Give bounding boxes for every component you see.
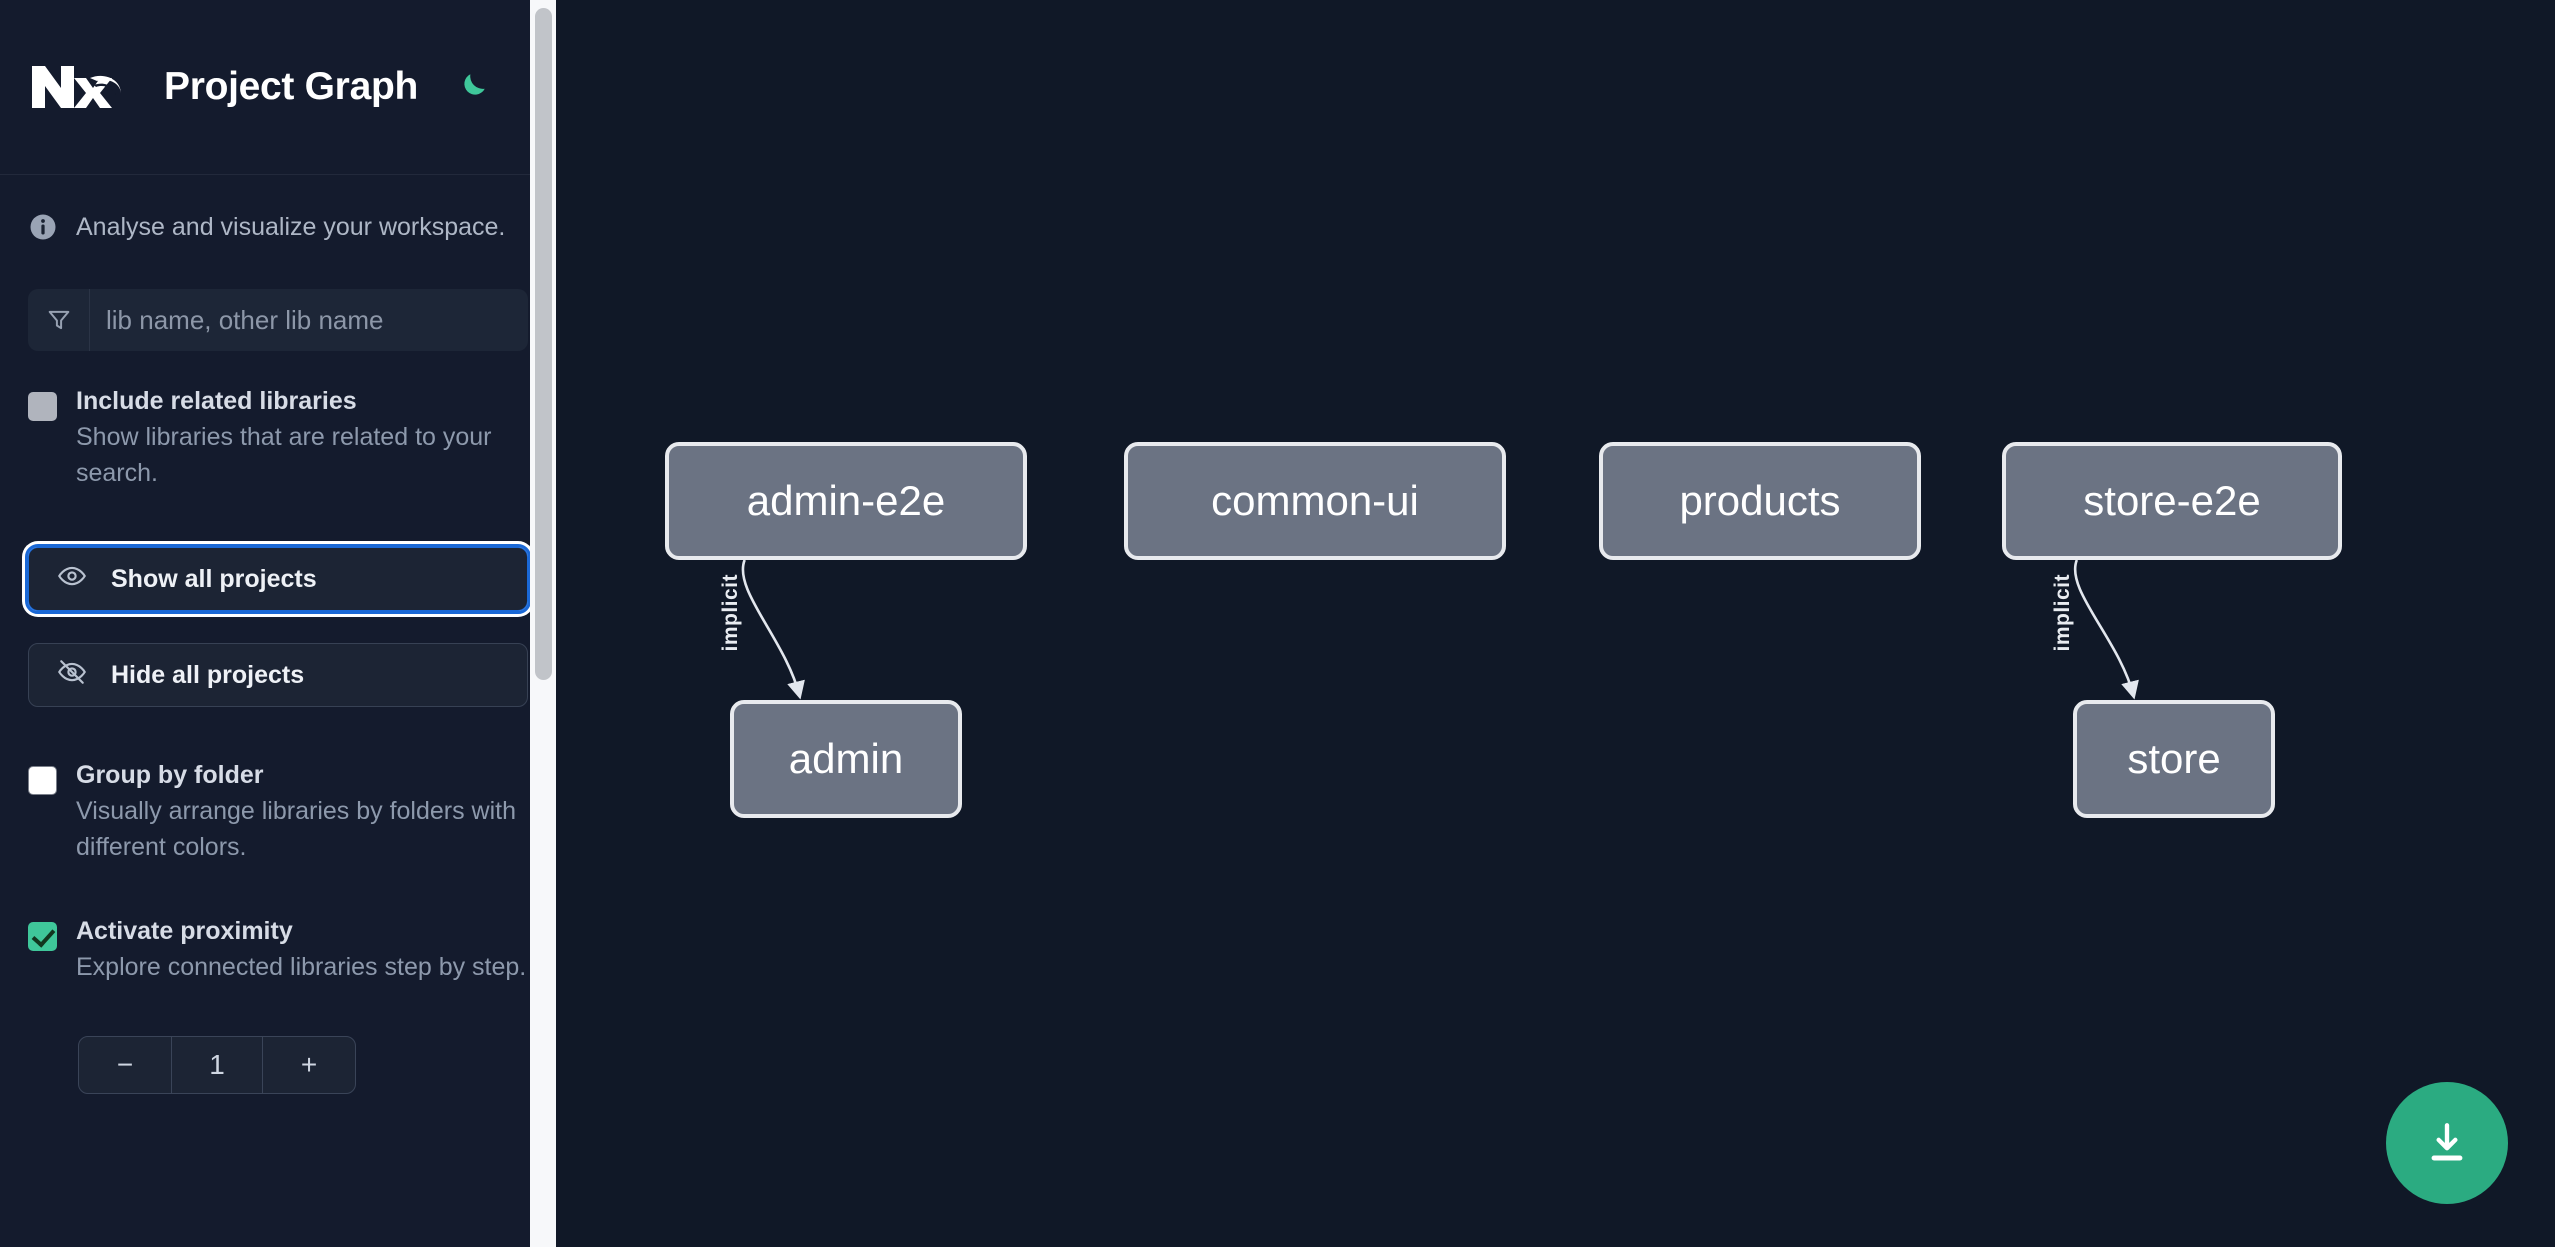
- graph-edge-admin-e2e-to-admin: [741, 559, 805, 700]
- option-description: Visually arrange libraries by folders wi…: [76, 797, 517, 861]
- graph-node-label: admin: [788, 735, 904, 782]
- graph-edge-store-e2e-to-store: [2073, 559, 2139, 700]
- sidebar-body: Analyse and visualize your workspace. In…: [0, 175, 556, 1094]
- graph-node-admin-e2e[interactable]: admin-e2e: [665, 442, 1027, 560]
- search-input[interactable]: [90, 289, 528, 351]
- option-group-by-folder[interactable]: Group by folder Visually arrange librari…: [28, 759, 528, 865]
- include-related-libraries-checkbox[interactable]: [28, 392, 57, 421]
- eye-icon: [57, 561, 87, 598]
- graph-node-admin[interactable]: admin: [730, 700, 962, 818]
- proximity-decrement-button[interactable]: −: [79, 1037, 171, 1093]
- graph-edge-label: implicit: [718, 574, 742, 652]
- show-all-projects-button[interactable]: Show all projects: [25, 544, 531, 614]
- graph-node-products[interactable]: products: [1599, 442, 1921, 560]
- moon-icon[interactable]: [450, 65, 494, 109]
- graph-node-store-e2e[interactable]: store-e2e: [2002, 442, 2342, 560]
- nx-logo-icon: [28, 58, 124, 116]
- hide-all-projects-label: Hide all projects: [111, 660, 305, 689]
- graph-node-label: store: [2127, 735, 2221, 782]
- show-all-projects-label: Show all projects: [111, 564, 317, 593]
- funnel-filter-icon: [28, 289, 90, 351]
- option-include-related-libraries[interactable]: Include related libraries Show libraries…: [28, 385, 528, 491]
- option-label: Include related libraries: [76, 387, 357, 415]
- option-activate-proximity[interactable]: Activate proximity Explore connected lib…: [28, 915, 528, 986]
- option-label: Group by folder: [76, 761, 264, 789]
- show-all-projects-wrapper: Show all projects: [25, 544, 531, 614]
- proximity-value: 1: [171, 1036, 263, 1093]
- graph-node-label: admin-e2e: [746, 477, 946, 524]
- group-by-folder-checkbox[interactable]: [28, 766, 57, 795]
- graph-edge-label: implicit: [2050, 574, 2074, 652]
- option-description: Show libraries that are related to your …: [76, 423, 492, 487]
- proximity-increment-button[interactable]: +: [263, 1037, 355, 1093]
- option-label: Activate proximity: [76, 917, 293, 945]
- download-graph-button[interactable]: [2386, 1082, 2508, 1204]
- sidebar-scrollbar[interactable]: [530, 0, 556, 1247]
- info-banner: Analyse and visualize your workspace.: [28, 175, 528, 242]
- sidebar-scrollbar-thumb[interactable]: [535, 8, 552, 680]
- info-circle-icon: [28, 212, 58, 242]
- activate-proximity-checkbox[interactable]: [28, 922, 57, 951]
- graph-node-label: products: [1679, 477, 1841, 524]
- hide-all-projects-button[interactable]: Hide all projects: [28, 643, 528, 707]
- filter-search-box[interactable]: [28, 289, 528, 351]
- graph-edges: [741, 559, 2139, 700]
- info-banner-text: Analyse and visualize your workspace.: [76, 212, 506, 241]
- download-icon: [2431, 1123, 2463, 1161]
- option-description: Explore connected libraries step by step…: [76, 953, 527, 981]
- eye-off-icon: [57, 657, 87, 694]
- graph-node-label: store-e2e: [2083, 477, 2261, 524]
- graph-node-store[interactable]: store: [2073, 700, 2275, 818]
- hide-all-projects-wrapper: Hide all projects: [28, 643, 528, 707]
- sidebar: Project Graph Analyse and visualize your…: [0, 0, 556, 1247]
- graph-node-label: common-ui: [1211, 477, 1419, 524]
- sidebar-header: Project Graph: [0, 0, 556, 175]
- graph-node-common-ui[interactable]: common-ui: [1124, 442, 1506, 560]
- graph-canvas[interactable]: admin-e2e common-ui products store-e2e admin…: [556, 0, 2555, 1247]
- proximity-stepper: − 1 +: [78, 1035, 356, 1094]
- page-title: Project Graph: [164, 65, 418, 108]
